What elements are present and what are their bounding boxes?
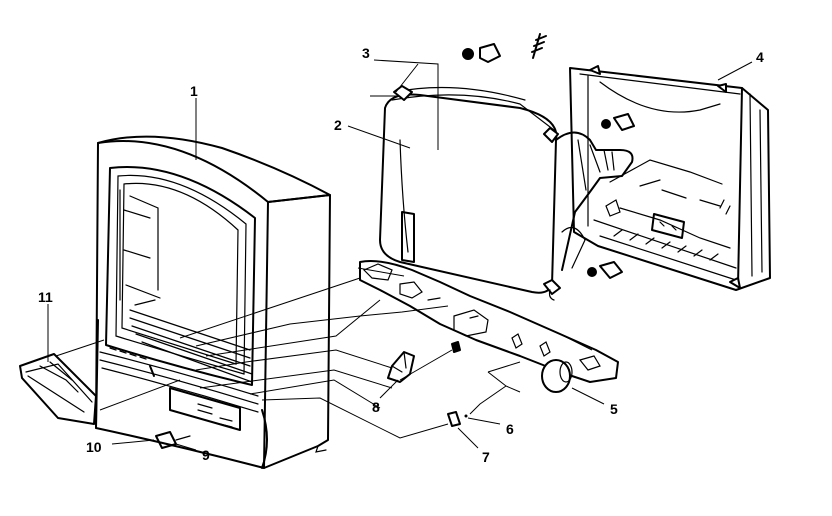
leader-lines (47, 59, 753, 451)
tube-mount-screw-top (462, 33, 547, 63)
tube-mount-screw-bottom (548, 261, 623, 301)
part-8-bracket (387, 341, 461, 383)
front-screw (155, 431, 191, 449)
tube-mount-screw-right (601, 113, 635, 131)
callout-7: 7 (482, 449, 490, 465)
callout-2: 2 (334, 117, 342, 133)
callout-3: 3 (362, 45, 370, 61)
callout-labels: 1 2 3 4 5 6 7 8 9 10 11 (38, 45, 764, 465)
callout-6: 6 (506, 421, 514, 437)
callout-4: 4 (756, 49, 764, 65)
callout-9: 9 (202, 447, 210, 463)
callout-5: 5 (610, 401, 618, 417)
back-cover (569, 65, 771, 291)
tuning-knob (541, 359, 573, 393)
chassis-board (359, 260, 619, 383)
callout-1: 1 (190, 83, 198, 99)
callout-11: 11 (38, 289, 53, 305)
front-cabinet (95, 135, 331, 469)
callout-10: 10 (86, 439, 102, 455)
assembly-guide-lines (55, 95, 593, 439)
callout-8: 8 (372, 399, 380, 415)
picture-tube (379, 85, 634, 295)
control-door-panel (19, 353, 97, 425)
small-screw (447, 411, 468, 427)
